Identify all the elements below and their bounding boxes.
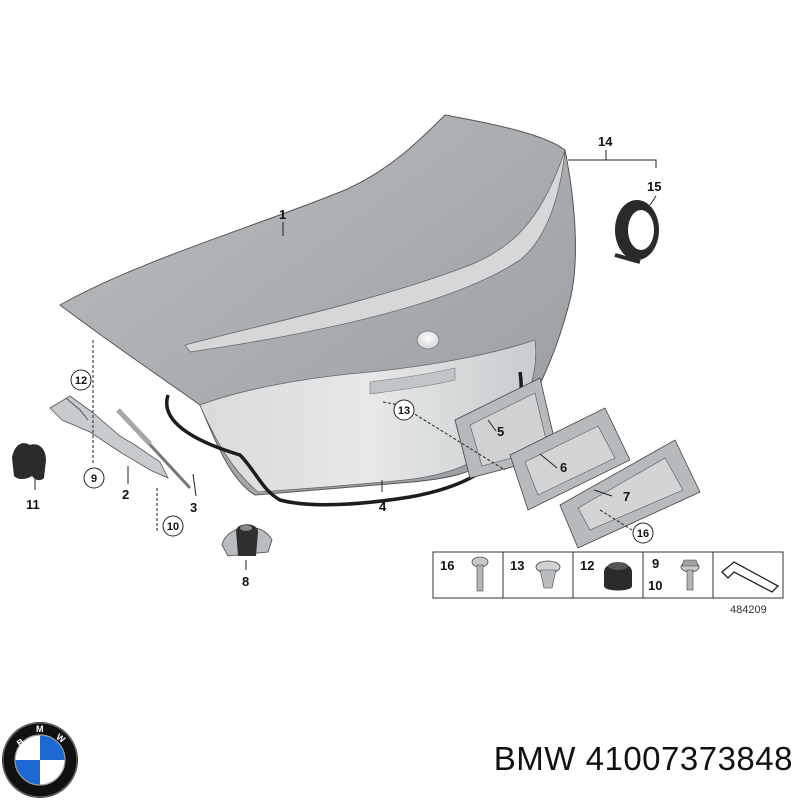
reference-number: 484209: [730, 604, 767, 616]
callout-14: 14: [598, 134, 613, 149]
legend-num-13: 13: [510, 558, 524, 573]
rubber-mount: [221, 524, 273, 557]
legend-num-10: 10: [648, 578, 662, 593]
caption-brand: BMW: [493, 740, 576, 777]
callout-10: 10: [162, 515, 184, 537]
callout-9: 9: [83, 467, 105, 489]
svg-text:13: 13: [398, 405, 410, 417]
callout-3: 3: [190, 500, 197, 515]
seal-roll: [614, 200, 659, 264]
trunk-lid: [59, 114, 576, 496]
svg-text:12: 12: [75, 375, 87, 387]
legend-num-16: 16: [440, 558, 454, 573]
callout-labels: 1 14 15 4 5 6 7 8 2 3 11 12 9 10 13 16: [26, 134, 661, 589]
license-bracket-7: [559, 439, 701, 549]
svg-text:M: M: [36, 724, 44, 734]
callout-2: 2: [122, 487, 129, 502]
svg-text:9: 9: [91, 473, 97, 485]
license-bracket-6: [509, 407, 631, 511]
legend-num-12: 12: [580, 558, 594, 573]
torx-bolt-icon: [471, 556, 489, 592]
callout-13: 13: [393, 399, 415, 421]
bmw-logo: B M W: [2, 722, 78, 798]
rubber-buffer: [12, 443, 46, 481]
legend-num-9: 9: [652, 556, 659, 571]
hardware-legend: 16 13 12 9 10 484209: [432, 551, 784, 616]
callout-4: 4: [379, 499, 387, 514]
part-caption: BMW 41007373848: [383, 740, 793, 784]
callout-16: 16: [632, 522, 654, 544]
note-arrow-icon: [721, 561, 780, 593]
clip-nut-icon: [535, 560, 561, 589]
svg-text:10: 10: [167, 521, 179, 533]
svg-text:16: 16: [637, 528, 649, 540]
callout-15: 15: [647, 179, 661, 194]
hinge: [49, 395, 169, 479]
callout-6: 6: [560, 460, 567, 475]
callout-8: 8: [242, 574, 249, 589]
callout-1: 1: [279, 207, 286, 222]
rubber-cap-icon: [604, 562, 632, 591]
caption-part-number: 41007373848: [585, 740, 793, 777]
callout-7: 7: [623, 489, 630, 504]
hex-bolt-icon: [680, 559, 700, 591]
svg-text:B: B: [15, 736, 26, 748]
callout-11: 11: [26, 497, 40, 512]
callout-5: 5: [497, 424, 504, 439]
callout-12: 12: [70, 369, 92, 391]
